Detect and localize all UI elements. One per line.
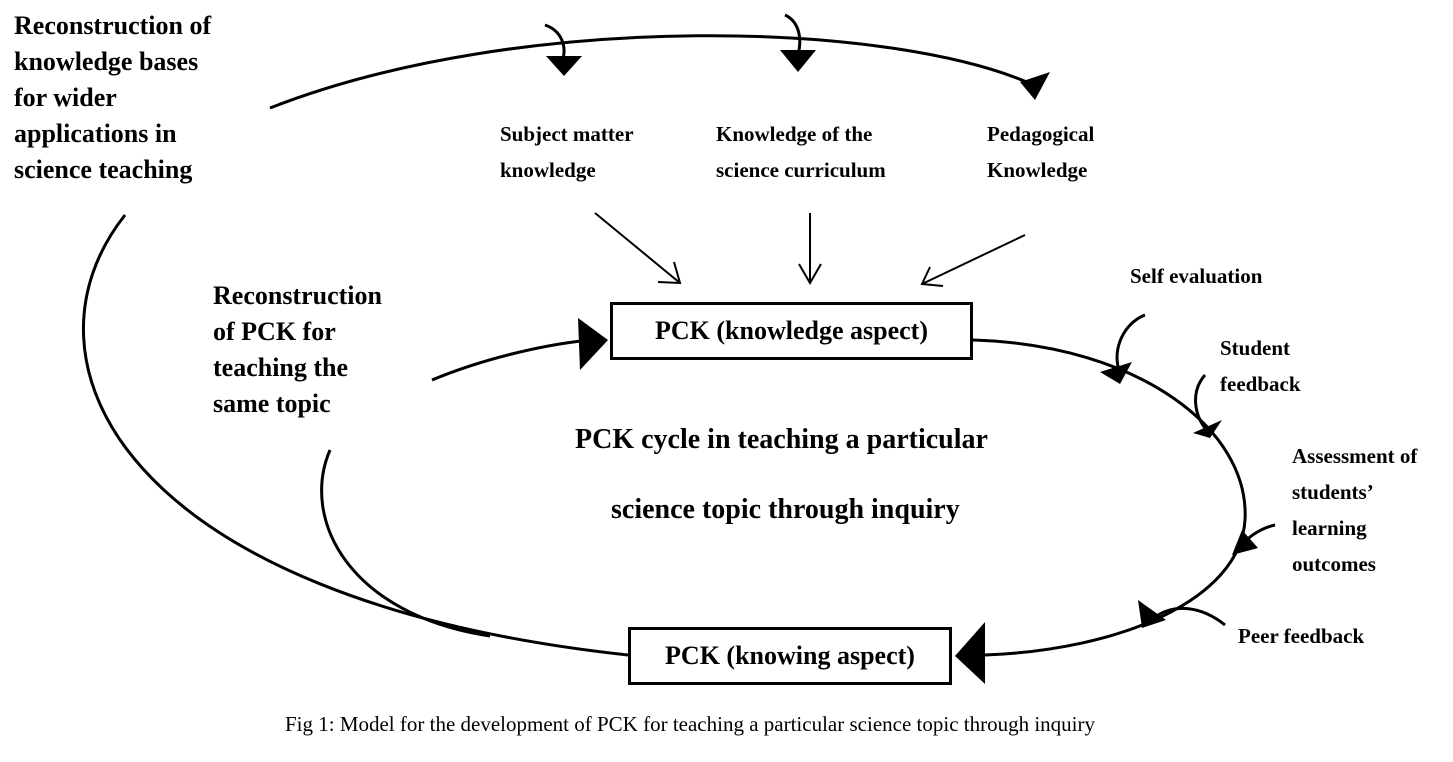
pedagogical-knowledge-label: Pedagogical Knowledge (987, 116, 1094, 188)
assessment-line: students’ (1292, 480, 1374, 504)
assessment-label: Assessment of students’ learning outcome… (1292, 438, 1417, 582)
arrow-head-curriculum (798, 263, 822, 285)
arrowhead-hook-2 (780, 50, 816, 72)
student-feedback-line: Student (1220, 336, 1291, 360)
assessment-line: outcomes (1292, 552, 1376, 576)
top-left-label-line: applications in (14, 119, 177, 148)
pedagogical-knowledge-line: Pedagogical (987, 122, 1095, 146)
peer-feedback-line: Peer feedback (1238, 624, 1365, 648)
inner-left-curve (320, 449, 491, 638)
arrowhead-peer (1138, 600, 1166, 628)
arrowhead-student (1193, 420, 1222, 438)
inner-left-label-line: same topic (213, 389, 331, 418)
student-feedback-line: feedback (1220, 372, 1301, 396)
peer-feedback-label: Peer feedback (1238, 618, 1364, 654)
hook-student (1194, 374, 1207, 429)
curriculum-knowledge-line: science curriculum (716, 158, 886, 182)
subject-matter-line: Subject matter (500, 122, 634, 146)
arrowhead-to-top-box (578, 318, 608, 370)
arrow-line-subject (594, 212, 681, 284)
subject-matter-label: Subject matter knowledge (500, 116, 634, 188)
hook-2 (784, 13, 802, 56)
student-feedback-label: Student feedback (1220, 330, 1301, 402)
top-left-label-line: science teaching (14, 155, 193, 184)
arrowhead-hook-3 (1020, 72, 1050, 100)
top-left-label-line: for wider (14, 83, 117, 112)
cycle-title-line-2: science topic through inquiry (611, 494, 960, 525)
hook-peer (1157, 606, 1226, 627)
inner-left-label-line: Reconstruction (213, 281, 382, 310)
arrowhead-hook-1 (546, 56, 582, 76)
inner-left-label-line: teaching the (213, 353, 349, 382)
figure-caption: Fig 1: Model for the development of PCK … (284, 712, 1096, 736)
pck-knowledge-box: PCK (knowledge aspect) (610, 302, 973, 360)
arrow-head-subject (657, 261, 682, 285)
curriculum-knowledge-line: Knowledge of the (716, 122, 873, 146)
pck-knowing-box: PCK (knowing aspect) (628, 627, 952, 685)
assessment-line: learning (1292, 516, 1367, 540)
arrow-head-pedagogical (920, 266, 944, 287)
inner-left-label-line: of PCK for (213, 317, 336, 346)
self-evaluation-line: Self evaluation (1130, 264, 1263, 288)
cycle-title-line-1: PCK cycle in teaching a particular (575, 424, 988, 455)
arrowhead-self-eval (1100, 362, 1132, 384)
pedagogical-knowledge-line: Knowledge (987, 158, 1088, 182)
arrowhead-assessment (1232, 530, 1258, 555)
self-evaluation-label: Self evaluation (1130, 258, 1262, 294)
inner-left-label: Reconstruction of PCK for teaching the s… (213, 278, 382, 422)
arrowhead-to-bottom-box (955, 622, 985, 684)
arrow-line-pedagogical (921, 234, 1026, 285)
subject-matter-line: knowledge (500, 158, 596, 182)
inner-top-arc (431, 338, 591, 382)
top-left-label-line: knowledge bases (14, 47, 199, 76)
assessment-line: Assessment of (1292, 444, 1418, 468)
outer-top-arc (269, 34, 1041, 110)
curriculum-knowledge-label: Knowledge of the science curriculum (716, 116, 886, 188)
cycle-right-arc (972, 338, 1247, 657)
top-left-label: Reconstruction of knowledge bases for wi… (14, 8, 211, 188)
top-left-label-line: Reconstruction of (14, 11, 212, 40)
